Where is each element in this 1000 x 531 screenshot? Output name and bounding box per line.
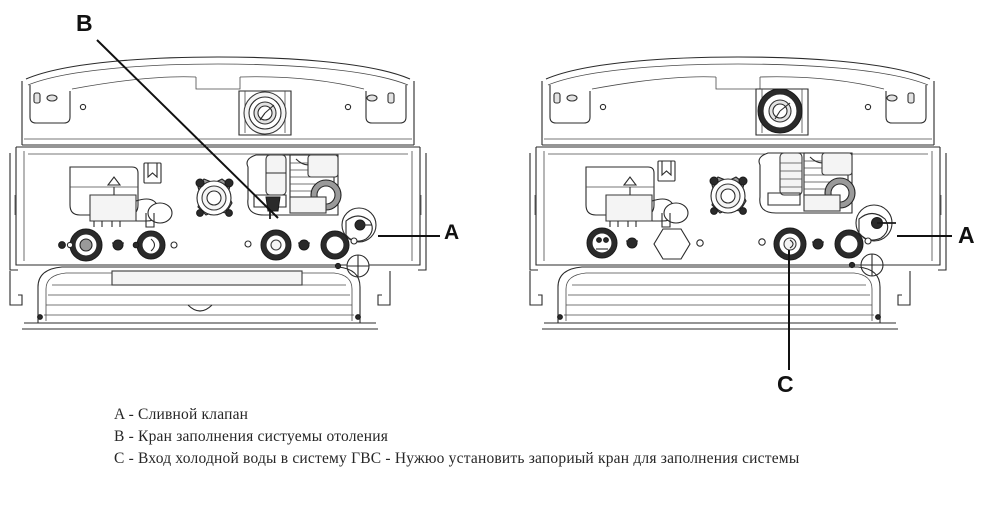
boiler-view-right [528, 55, 948, 345]
main-body-panel [529, 146, 947, 271]
callout-label-c: C [777, 371, 795, 397]
legend: A - Сливной клапан B - Кран заполнения с… [114, 404, 974, 470]
callout-label-a-right: A [958, 222, 976, 248]
cold-water-inlet-fitting [773, 227, 807, 261]
bottom-manifold-connectors [586, 227, 884, 277]
legend-line-a: A - Сливной клапан [114, 406, 249, 423]
screw-icon [33, 92, 41, 104]
top-casing-shell [21, 56, 415, 146]
heat-exchanger-block [246, 154, 342, 219]
boiler-left-drawing [9, 56, 427, 330]
screw-icon [553, 92, 561, 104]
legend-line-b: B - Кран заполнения систуемы отоления [114, 428, 389, 445]
top-casing-shell [541, 56, 935, 146]
bracket-icon [143, 162, 162, 184]
legend-line-c: C - Вход холодной воды в систему ГВС - Н… [114, 450, 800, 467]
flue-collar-gauge [238, 90, 292, 136]
drain-valve [855, 204, 896, 245]
three-way-valve-star [709, 176, 748, 215]
filling-tap [265, 196, 281, 219]
callout-label-b: B [76, 10, 94, 36]
boiler-right-drawing [529, 56, 947, 330]
bracket-icon [657, 160, 676, 182]
heat-exchanger-block [758, 152, 856, 214]
expansion-vessel-block [585, 166, 689, 228]
front-panel-louver [529, 266, 911, 330]
boiler-view-left [8, 55, 428, 345]
front-panel-louver [9, 266, 391, 330]
drain-valve [341, 207, 377, 245]
callout-label-a-left: A [444, 221, 460, 244]
bottom-manifold-connectors [58, 228, 370, 278]
hex-nut-connector [653, 228, 691, 260]
flue-collar-gauge [755, 88, 809, 136]
three-way-valve-star [195, 178, 234, 217]
